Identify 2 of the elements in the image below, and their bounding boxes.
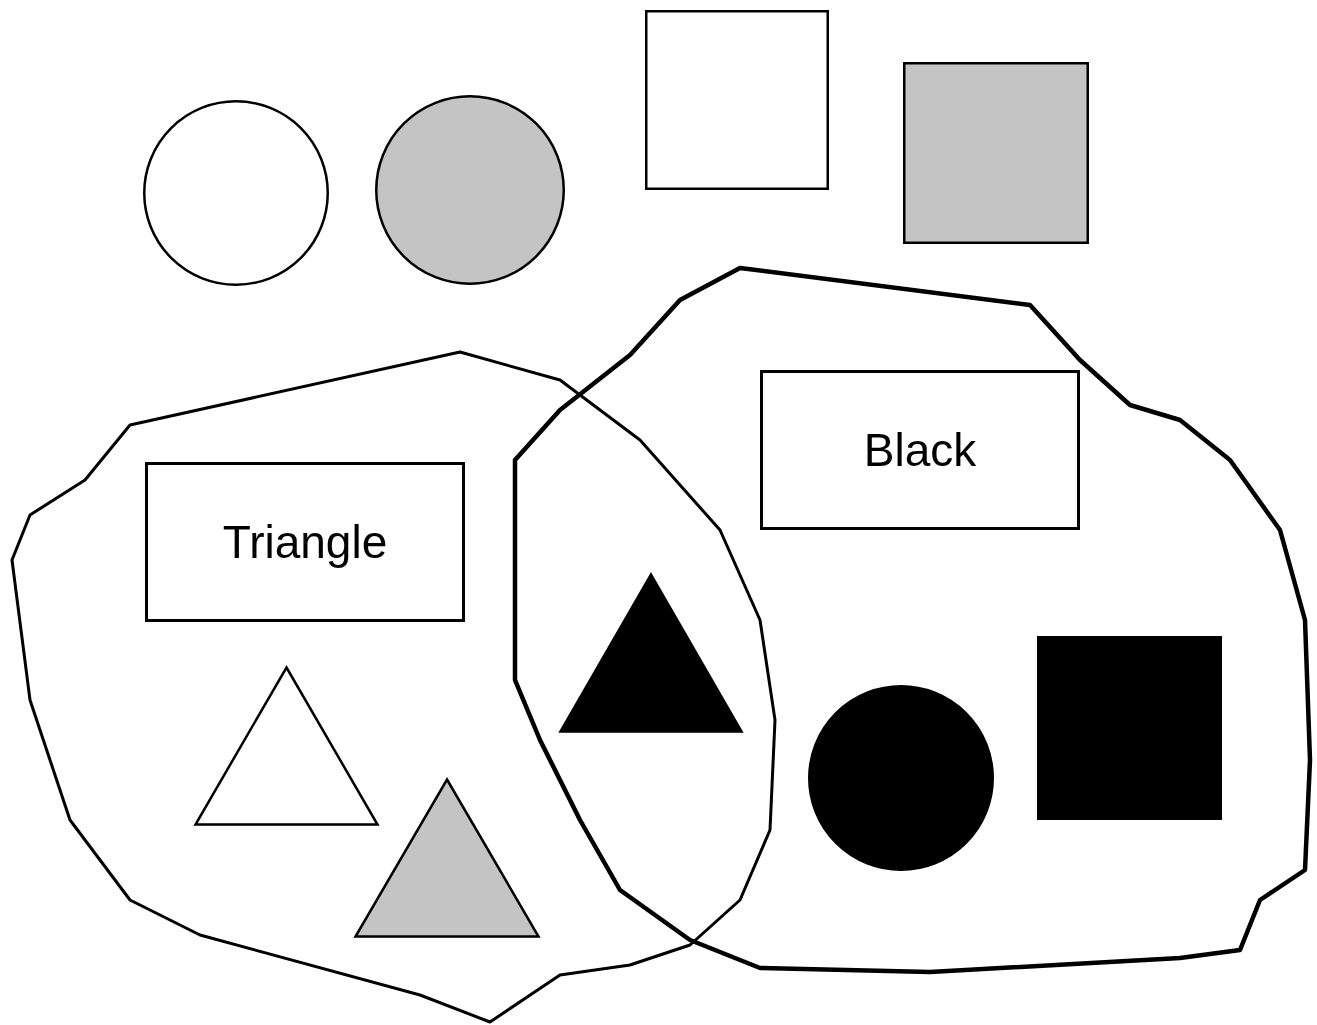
set-label: Black <box>760 370 1080 530</box>
set-label: Triangle <box>145 462 465 622</box>
